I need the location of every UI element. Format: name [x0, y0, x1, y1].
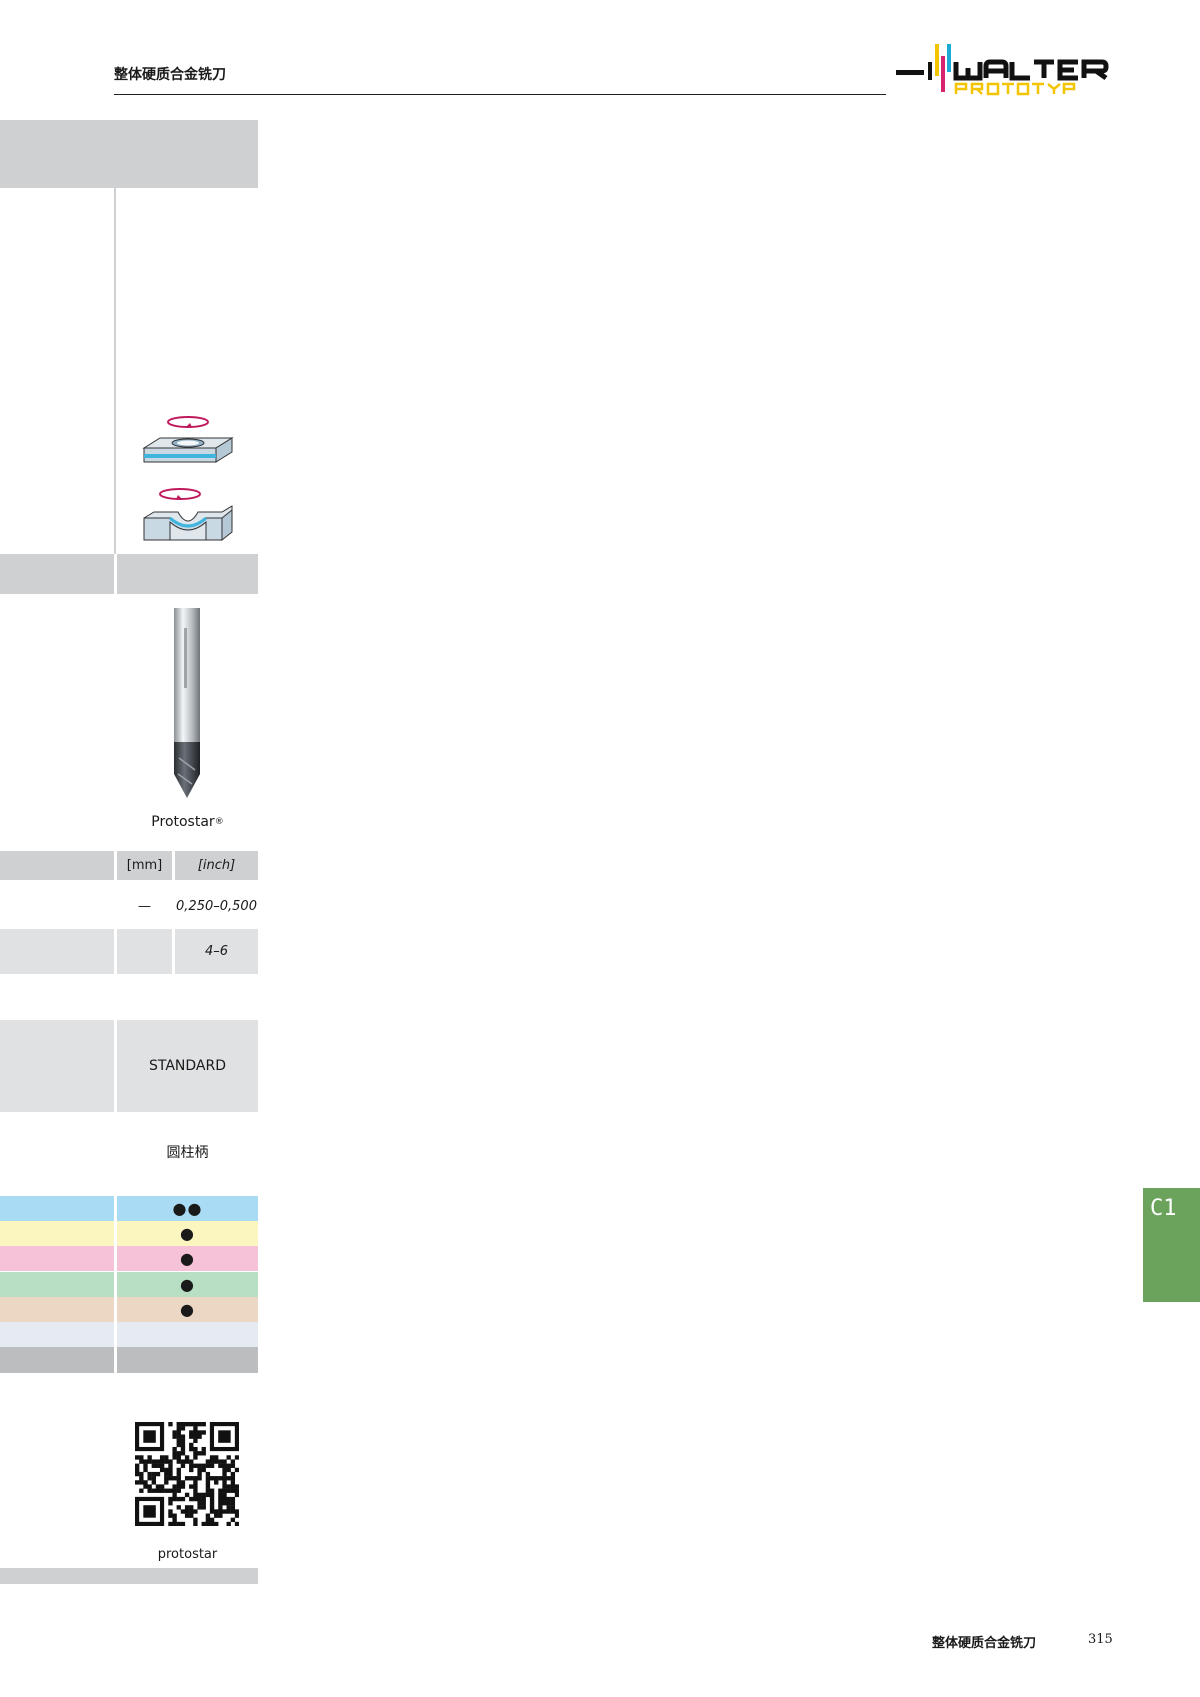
tolerance-value: STANDARD — [117, 1020, 258, 1112]
product-name-text: Protostar — [151, 814, 215, 830]
table-header-block — [0, 120, 258, 188]
tolerance-label-cell — [0, 1020, 114, 1112]
page-header-title: 整体硬质合金铣刀 — [114, 67, 226, 83]
material-mark — [117, 1322, 258, 1347]
material-row-n: ● — [0, 1272, 258, 1297]
protostar-tool-image — [170, 608, 204, 800]
qr-label: protostar — [157, 1546, 218, 1562]
section-tab-label: C1 — [1150, 1196, 1177, 1221]
material-mark: ●● — [172, 1199, 203, 1218]
unit-inch: [inch] — [175, 851, 258, 880]
qr-code[interactable] — [135, 1422, 240, 1527]
row-divider — [114, 1297, 117, 1322]
row-divider — [114, 1246, 117, 1271]
rotation-arrow-icon — [186, 423, 192, 427]
material-row-s: ● — [0, 1297, 258, 1322]
material-row-k: ● — [0, 1246, 258, 1271]
column-divider — [114, 188, 116, 554]
machining-type-diagrams — [140, 410, 236, 550]
units-row-label-cell — [0, 851, 114, 880]
walter-prototyp-logo — [896, 40, 1110, 98]
footer-title: 整体硬质合金铣刀 — [932, 1636, 1037, 1651]
material-mark: ● — [180, 1300, 195, 1319]
material-mark: ● — [180, 1275, 195, 1294]
material-row-bg — [0, 1272, 258, 1297]
gray-band-left — [0, 554, 114, 594]
material-row-h — [0, 1322, 258, 1347]
material-row-p: ●● — [0, 1196, 258, 1221]
row-divider — [114, 1221, 117, 1246]
shank-type: 圆柱柄 — [166, 1145, 209, 1161]
flutes-mm-cell — [117, 929, 172, 974]
material-row-bg — [0, 1196, 258, 1221]
material-row-bg — [0, 1221, 258, 1246]
diameter-inch: 0,250–0,500 — [176, 898, 257, 914]
page-number: 315 — [1088, 1632, 1113, 1647]
row-divider — [114, 1272, 117, 1297]
material-row-m: ● — [0, 1221, 258, 1246]
row-divider — [114, 1196, 117, 1221]
flutes-row-label-cell — [0, 929, 114, 974]
registered-mark: ® — [214, 817, 224, 827]
material-mark: ● — [180, 1224, 195, 1243]
unit-mm: [mm] — [117, 851, 172, 880]
product-name: Protostar® — [117, 812, 258, 832]
section-tab[interactable] — [1143, 1188, 1200, 1302]
bottom-gray-bar — [0, 1568, 258, 1584]
material-mark: ● — [180, 1249, 195, 1268]
header-rule — [114, 94, 886, 95]
diameter-mm: — — [138, 898, 151, 914]
material-row-bg — [0, 1297, 258, 1322]
material-row-bg — [0, 1322, 258, 1347]
gray-row-left — [0, 1347, 114, 1373]
gray-row-right — [117, 1347, 258, 1373]
material-row-bg — [0, 1246, 258, 1271]
gray-band-right — [117, 554, 258, 594]
row-divider — [114, 1322, 117, 1347]
flutes-inch: 4–6 — [175, 929, 258, 974]
